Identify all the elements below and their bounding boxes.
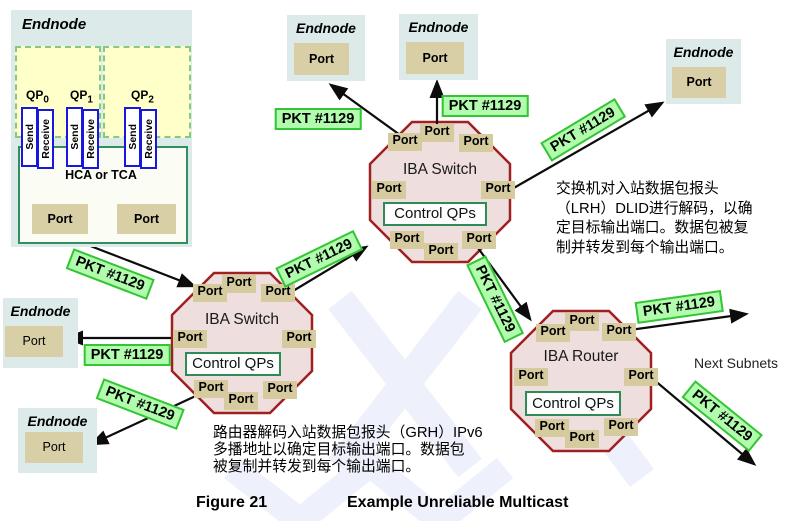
switch1-port-bottomright: Port	[462, 231, 496, 249]
router-port-topleft: Port	[536, 324, 570, 342]
endnode-right-title: Endnode	[673, 44, 734, 60]
arrow-switch1-to-endnode-right	[511, 101, 665, 190]
router-note-line: 多播地址以确定目标输出端口。数据包	[213, 441, 465, 458]
qp2-label: QP2	[131, 88, 154, 106]
switch1-port-right: Port	[481, 181, 515, 199]
switch2-port-left: Port	[173, 330, 207, 348]
endnode-1-port: Port	[294, 43, 349, 75]
hca-label: HCA or TCA	[65, 168, 137, 182]
switch-note-line: 制并转发到每个输出端口。	[556, 239, 734, 256]
switch1-port-left: Port	[372, 181, 406, 199]
switch2-port-bottom: Port	[224, 392, 258, 410]
switch2-port-bottomright: Port	[263, 381, 297, 399]
switch1-port-top: Port	[420, 124, 454, 142]
iba-switch-1-title: IBA Switch	[402, 161, 478, 178]
router-port-topright: Port	[602, 323, 636, 341]
switch2-port-right: Port	[282, 330, 316, 348]
switch2-port-top: Port	[222, 275, 256, 293]
endnode-bottomleft-title: Endnode	[27, 413, 88, 429]
switch1-port-topright: Port	[459, 134, 493, 152]
switch1-port-bottom: Port	[424, 243, 458, 261]
switch-note-line: 定目标输出端口。数据包被复	[556, 220, 749, 236]
qp0-send-queue: Send	[21, 107, 38, 167]
arrow-router-to-subnet-1	[621, 308, 749, 333]
endnode-bottomleft-port: Port	[25, 432, 83, 463]
hca-port-1: Port	[32, 204, 88, 234]
figure-number: Figure 21	[196, 494, 268, 511]
router-note-line: 路由器解码入站数据包报头（GRH）IPv6	[213, 425, 483, 441]
qp1-send-queue: Send	[66, 107, 83, 167]
endnode-left: Endnode Port	[3, 298, 78, 368]
arrow-switch1-to-endnode1	[328, 83, 401, 136]
router-note: 路由器解码入站数据包报头（GRH）IPv6 多播地址以确定目标输出端口。数据包 …	[213, 425, 483, 475]
endnode-host-title: Endnode	[22, 16, 87, 33]
switch2-port-topright: Port	[261, 284, 295, 302]
endnode-bottomleft: Endnode Port	[18, 408, 97, 473]
switch2-port-topleft: Port	[193, 284, 227, 302]
router-port-left: Port	[514, 368, 548, 386]
endnode-2: Endnode Port	[399, 14, 478, 80]
endnode-right-port: Port	[672, 67, 726, 98]
iba-router-control-qps: Control QPs	[525, 391, 621, 416]
qp0-label: QP0	[26, 88, 49, 106]
endnode-1-title: Endnode	[296, 20, 356, 36]
endnode-left-port: Port	[5, 326, 63, 357]
arrow-switch2-to-endnode-bottomleft	[89, 393, 201, 446]
iba-switch-2-control-qps: Control QPs	[185, 352, 281, 376]
router-port-bottomleft: Port	[535, 419, 569, 437]
router-port-bottomright: Port	[604, 418, 638, 436]
qp1-receive-queue: Receive	[82, 109, 99, 169]
switch2-port-bottomleft: Port	[194, 380, 228, 398]
router-port-bottom: Port	[565, 430, 599, 448]
iba-switch-1-control-qps: Control QPs	[383, 202, 487, 226]
qp2-send-queue: Send	[124, 107, 141, 167]
iba-router-title: IBA Router	[543, 348, 619, 365]
endnode-2-title: Endnode	[408, 19, 469, 35]
endnode-2-port: Port	[406, 42, 464, 74]
endnode-left-title: Endnode	[10, 303, 71, 319]
next-subnets-label: Next Subnets	[694, 355, 779, 371]
switch-note: 交换机对入站数据包报头 （LRH）DLID进行解码，以确 定目标输出端口。数据包…	[556, 180, 753, 258]
arrow-router-to-subnet-2	[652, 378, 757, 466]
qp0-receive-queue: Receive	[37, 109, 54, 169]
pkt-label-7: PKT #1129	[83, 344, 171, 366]
arrow-switch2-to-switch1	[287, 245, 369, 295]
endnode-right: Endnode Port	[666, 39, 741, 104]
router-port-top: Port	[565, 313, 599, 331]
router-port-right: Port	[624, 368, 658, 386]
switch1-port-bottomleft: Port	[390, 231, 424, 249]
qp2-receive-queue: Receive	[140, 109, 157, 169]
switch-note-line: （LRH）DLID进行解码，以确	[556, 200, 753, 217]
pkt-label-2: PKT #1129	[274, 108, 362, 130]
router-note-line: 被复制并转发到每个输出端口。	[213, 458, 421, 475]
switch-note-line: 交换机对入站数据包报头	[556, 181, 719, 197]
qp1-label: QP1	[70, 88, 93, 106]
iba-switch-2-title: IBA Switch	[204, 311, 280, 328]
switch1-port-topleft: Port	[388, 133, 422, 151]
pkt-label-3: PKT #1129	[441, 95, 529, 117]
endnode-1: Endnode Port	[287, 15, 365, 81]
hca-port-2: Port	[117, 204, 176, 234]
figure-title: Example Unreliable Multicast	[347, 494, 569, 511]
